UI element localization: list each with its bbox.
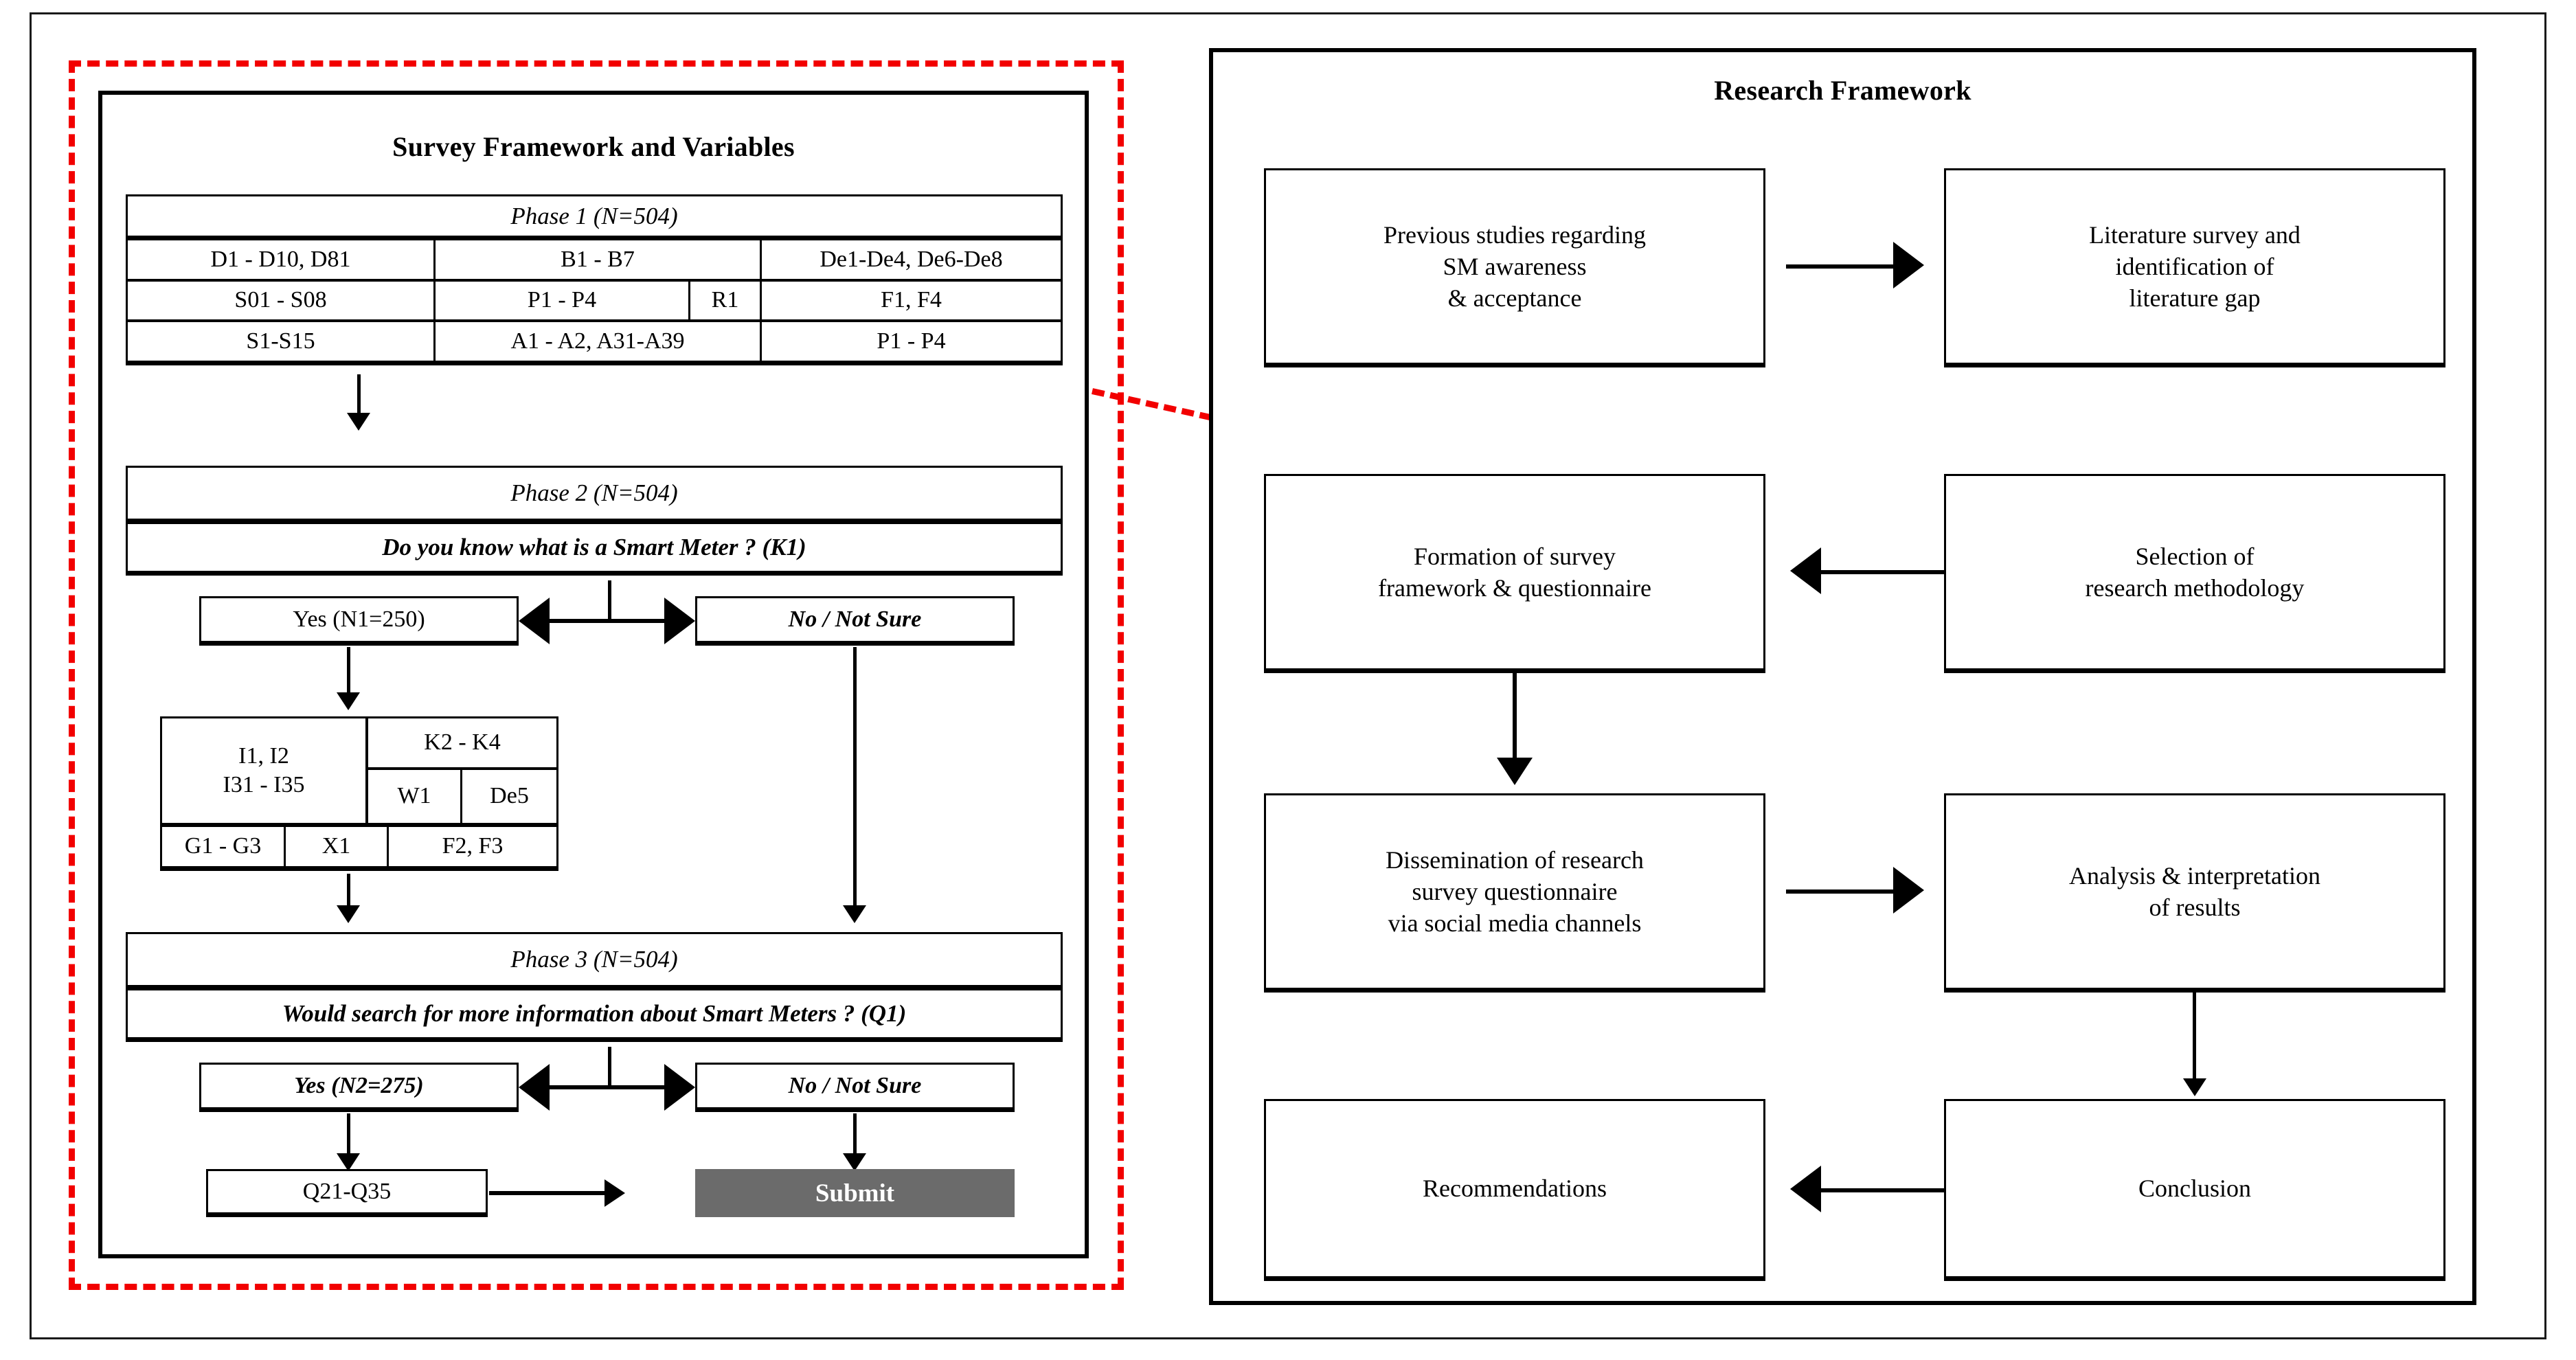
arrowhead-right-phase2-no [664,598,695,644]
connector-dissemination-analysis [1786,889,1896,894]
connector-qbox-submit [489,1191,606,1195]
box-previous-studies[interactable]: Previous studies regarding SM awareness … [1264,168,1765,367]
connector-methodology-to-formation [1820,570,1944,574]
phase2-header: Phase 2 (N=504) [510,479,678,506]
phase2-question: Do you know what is a Smart Meter ? (K1) [382,534,806,560]
arrowhead-down-variables [337,692,360,710]
connector-formation-dissemination [1513,673,1517,762]
arrowhead-down-qbox [337,1153,360,1171]
arrowhead-left-phase2-yes [519,598,550,644]
page-title: Survey Framework and Variables [392,131,795,162]
cell-x1: X1 [286,827,389,866]
arrowhead-left-recommendations [1790,1166,1821,1212]
arrowhead-right-submit [605,1179,625,1207]
cell-b1-b7: B1 - B7 [436,240,762,279]
box-conclusion[interactable]: Conclusion [1944,1099,2445,1281]
connector-no-to-submit [853,1113,857,1156]
connector-previous-to-literature [1786,264,1896,269]
research-framework-title: Research Framework [1714,75,1971,106]
cell-d1-d10-d81: D1 - D10, D81 [128,240,436,279]
box-literature-survey[interactable]: Literature survey and identification of … [1944,168,2445,367]
variables-table: I1, I2 I31 - I35 K2 - K4 W1 De5 G1 - G3 … [160,716,558,871]
box-recommendations[interactable]: Recommendations [1264,1099,1765,1281]
box-formation-of-survey[interactable]: Formation of survey framework & question… [1264,474,1765,673]
arrowhead-right-phase3-no [664,1064,695,1111]
connector-conclusion-recommendations [1820,1188,1944,1192]
cell-a1-a39: A1 - A2, A31-A39 [436,322,762,361]
branch-stem-phase2 [608,580,611,623]
phase2-no-box[interactable]: No / Not Sure [695,596,1015,646]
branch-stem-phase3 [608,1047,611,1089]
cell-f1-f4: F1, F4 [881,287,942,313]
table-row: S1-S15 A1 - A2, A31-A39 P1 - P4 [128,322,1061,361]
highlight-region-survey-framework [69,60,1124,1290]
arrowhead-left-formation [1790,547,1821,594]
phase3-no-box[interactable]: No / Not Sure [695,1063,1015,1112]
arrowhead-down-dissemination [1497,758,1533,785]
box-analysis[interactable]: Analysis & interpretation of results [1944,793,2445,993]
cell-de1-de8: De1-De4, De6-De8 [820,246,1003,272]
phase1-table: Phase 1 (N=504) D1 - D10, D81 B1 - B7 De… [126,194,1063,365]
cell-w1: W1 [368,770,462,823]
submit-button[interactable]: Submit [695,1169,1015,1217]
arrowhead-right-analysis [1893,867,1924,914]
phase1-header: Phase 1 (N=504) [128,196,1061,236]
cell-s1-s15: S1-S15 [128,322,436,361]
cell-de5: De5 [490,783,529,809]
table-row: S01 - S08 P1 - P4 R1 F1, F4 [128,281,1061,323]
connector-analysis-conclusion [2193,993,2196,1082]
branch-bar-phase3 [550,1085,666,1089]
table-row: D1 - D10, D81 B1 - B7 De1-De4, De6-De8 [128,240,1061,282]
cell-g1-g3: G1 - G3 [162,827,286,866]
phase1-header-text: Phase 1 (N=504) [510,202,678,229]
connector-yes-to-qbox [347,1113,350,1156]
connector-yes-to-variables [347,647,350,695]
arrowhead-down-phase3 [337,905,360,923]
phase3-yes-box[interactable]: Yes (N2=275) [199,1063,519,1112]
arrowhead-down-conclusion [2183,1078,2206,1096]
cell-f2-f3: F2, F3 [442,833,504,859]
phase2-table: Phase 2 (N=504) Do you know what is a Sm… [126,466,1063,576]
arrowhead-down-phase2 [347,413,370,431]
arrowhead-right-literature [1893,242,1924,288]
arrowhead-down-submit [843,1153,866,1171]
cell-r1: R1 [690,281,762,320]
phase3-question: Would search for more information about … [282,1000,907,1027]
cell-p1-p4-b: P1 - P4 [877,328,946,354]
cell-i1-i2-i31-i35: I1, I2 I31 - I35 [162,718,368,823]
box-selection-methodology[interactable]: Selection of research methodology [1944,474,2445,673]
connector-no-to-phase3 [853,647,857,908]
cell-s01-s08: S01 - S08 [128,281,436,320]
phase3-table: Phase 3 (N=504) Would search for more in… [126,932,1063,1042]
arrowhead-down-no-phase3 [843,905,866,923]
box-dissemination[interactable]: Dissemination of research survey questio… [1264,793,1765,993]
phase2-yes-box[interactable]: Yes (N1=250) [199,596,519,646]
connector-phase1-phase2 [357,374,361,416]
cell-p1-p4-a: P1 - P4 [436,281,690,320]
q21-q35-box[interactable]: Q21-Q35 [206,1169,488,1217]
branch-bar-phase2 [550,619,666,623]
connector-variables-phase3 [347,874,350,908]
arrowhead-left-phase3-yes [519,1064,550,1111]
phase3-header: Phase 3 (N=504) [510,946,678,973]
cell-k2-k4: K2 - K4 [368,718,556,770]
